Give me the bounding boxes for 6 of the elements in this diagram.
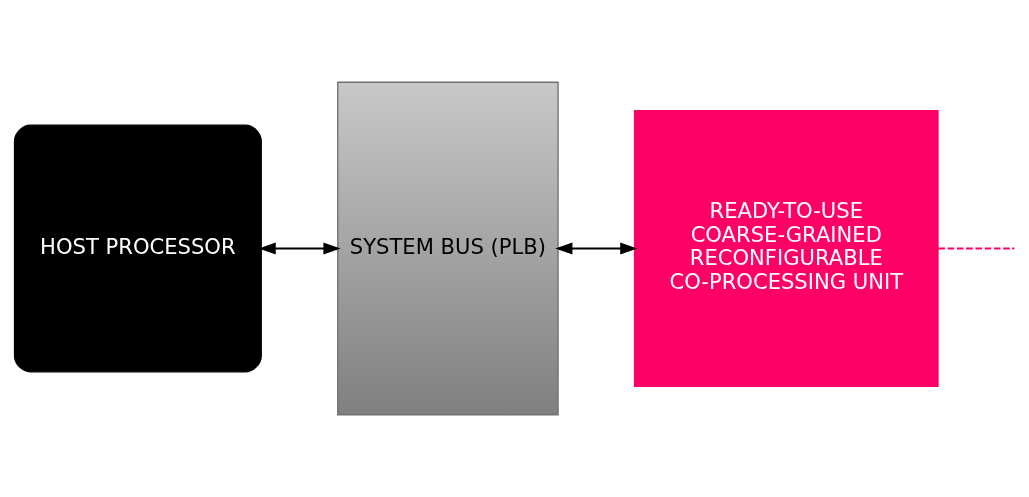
arrow [554, 242, 637, 255]
node-box: SYSTEM BUS (PLB) [336, 81, 559, 416]
node-box: HOST PROCESSOR [13, 124, 262, 373]
connector [936, 247, 1015, 250]
node-box: READY-TO-USE COARSE-GRAINED RECONFIGURABLE CO-PROCESSING UNIT [633, 110, 939, 388]
arrow [258, 242, 341, 255]
